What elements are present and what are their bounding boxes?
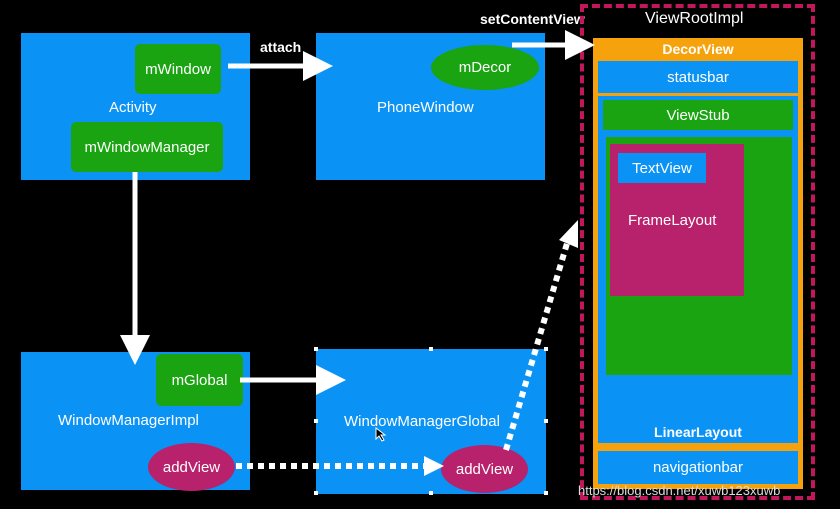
selection-handle bbox=[314, 419, 318, 423]
view-root-dotted-arrowhead bbox=[559, 220, 578, 248]
set-content-view-label: setContentView bbox=[480, 11, 585, 27]
add-view-impl-label: addView bbox=[162, 458, 221, 476]
view-stub-label: ViewStub bbox=[666, 106, 730, 124]
m-window-manager-node: mWindowManager bbox=[71, 122, 223, 172]
selection-handle bbox=[544, 419, 548, 423]
decor-view-label: DecorView bbox=[662, 41, 734, 57]
phone-window-label: PhoneWindow bbox=[377, 99, 474, 116]
navigationbar-box: navigationbar bbox=[598, 451, 798, 484]
phone-window-box: PhoneWindow mDecor bbox=[316, 33, 545, 180]
statusbar-box: statusbar bbox=[598, 61, 798, 93]
activity-label: Activity bbox=[109, 99, 157, 116]
m-decor-node: mDecor bbox=[431, 45, 539, 90]
add-view-global-label: addView bbox=[455, 460, 514, 478]
view-root-impl-label: ViewRootImpl bbox=[645, 10, 744, 27]
m-window-node: mWindow bbox=[135, 44, 221, 94]
selection-handle bbox=[544, 347, 548, 351]
linear-layout-box: ViewStub TextView FrameLayout LinearLayo… bbox=[598, 96, 798, 443]
view-root-dotted-line bbox=[503, 239, 571, 451]
selection-handle bbox=[429, 347, 433, 351]
selection-handle bbox=[314, 347, 318, 351]
content-green-area: TextView FrameLayout bbox=[606, 137, 792, 375]
frame-layout-label: FrameLayout bbox=[628, 212, 717, 229]
frame-layout-box: TextView FrameLayout bbox=[610, 144, 744, 296]
linear-layout-label: LinearLayout bbox=[654, 424, 742, 440]
m-window-label: mWindow bbox=[145, 60, 211, 78]
window-manager-impl-label: WindowManagerImpl bbox=[58, 412, 199, 429]
selection-handle bbox=[544, 491, 548, 495]
cursor-icon bbox=[375, 426, 387, 442]
activity-box: Activity mWindow mWindowManager bbox=[21, 33, 250, 180]
navigationbar-label: navigationbar bbox=[652, 459, 744, 476]
m-window-manager-label: mWindowManager bbox=[84, 138, 210, 156]
view-stub-box: ViewStub bbox=[603, 100, 793, 130]
view-root-impl-container bbox=[580, 4, 815, 500]
selection-handle bbox=[314, 491, 318, 495]
statusbar-label: statusbar bbox=[667, 68, 729, 86]
m-global-node: mGlobal bbox=[156, 354, 243, 406]
attach-label: attach bbox=[260, 39, 302, 55]
text-view-box: TextView bbox=[618, 153, 706, 183]
watermark-text: https://blog.csdn.net/xuwb123xuwb bbox=[578, 483, 781, 498]
add-view-global-node: addView bbox=[441, 445, 528, 493]
add-view-impl-node: addView bbox=[148, 443, 235, 491]
decor-view-box: DecorView statusbar ViewStub TextView Fr… bbox=[593, 38, 803, 489]
window-manager-global-label: WindowManagerGlobal bbox=[344, 413, 500, 430]
add-view-dotted-arrowhead bbox=[424, 456, 444, 476]
text-view-label: TextView bbox=[632, 159, 692, 177]
selection-handle bbox=[429, 491, 433, 495]
window-manager-global-box: WindowManagerGlobal addView bbox=[316, 349, 546, 494]
m-global-label: mGlobal bbox=[171, 371, 228, 389]
m-decor-label: mDecor bbox=[458, 59, 512, 76]
window-manager-impl-box: WindowManagerImpl mGlobal addView bbox=[21, 352, 250, 491]
